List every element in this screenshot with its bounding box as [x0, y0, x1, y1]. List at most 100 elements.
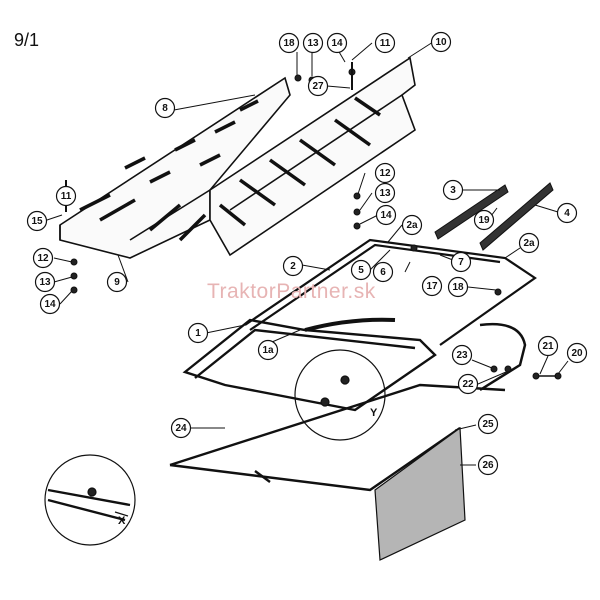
callout-label: 14: [44, 299, 56, 310]
callout-label: 14: [380, 210, 392, 221]
frame-1: [182, 317, 437, 412]
callout-circle: [374, 162, 396, 184]
callout-c2: 2: [282, 255, 304, 277]
callout-c17: 17: [421, 275, 443, 297]
callout-circle: [477, 454, 499, 476]
callout-circle: [421, 275, 443, 297]
callout-label: 2: [290, 261, 296, 272]
callout-label: 17: [426, 281, 438, 292]
callout-c19: 19: [473, 209, 495, 231]
callout-circle: [477, 413, 499, 435]
callout-label: 4: [564, 208, 570, 219]
panel-10: [209, 56, 416, 257]
callout-c22: 22: [457, 373, 479, 395]
callout-circle: [32, 247, 54, 269]
callout-c18b: 18: [447, 276, 469, 298]
callout-c24: 24: [170, 417, 192, 439]
callout-label: 18: [452, 282, 464, 293]
callout-circle: [26, 210, 48, 232]
callout-label: 9: [114, 277, 120, 288]
callout-label: 10: [435, 37, 447, 48]
callout-circle: [302, 32, 324, 54]
callout-circle: [430, 31, 452, 53]
callout-c27: 27: [307, 75, 329, 97]
callout-circle: [326, 32, 348, 54]
callout-circle: [282, 255, 304, 277]
callout-label: 19: [478, 215, 490, 226]
callout-circle: [442, 179, 464, 201]
callout-c1a: 1a: [257, 339, 279, 361]
callout-c26: 26: [477, 454, 499, 476]
callout-circle: [450, 251, 472, 273]
callout-c2a: 2a: [401, 214, 423, 236]
callout-circle: [566, 342, 588, 364]
callout-circle: [473, 209, 495, 231]
callout-label: 6: [380, 267, 386, 278]
callout-c14c: 14: [39, 293, 61, 315]
callout-c13b: 13: [374, 182, 396, 204]
callout-circle: [307, 75, 329, 97]
callout-label: 12: [379, 168, 391, 179]
callout-circle: [106, 271, 128, 293]
callout-circle: [170, 417, 192, 439]
callout-c14a: 14: [326, 32, 348, 54]
callout-label: 12: [37, 253, 49, 264]
callout-c7: 7: [450, 251, 472, 273]
callout-c8: 8: [154, 97, 176, 119]
callout-circle: [278, 32, 300, 54]
callout-c14b: 14: [375, 204, 397, 226]
callout-circle: [55, 185, 77, 207]
callout-circle: [372, 261, 394, 283]
rail-25: [479, 322, 527, 392]
callout-c20: 20: [566, 342, 588, 364]
callout-label: 2a: [523, 238, 535, 249]
callout-circle: [556, 202, 578, 224]
strip-4: [479, 182, 554, 251]
callout-label: 21: [542, 341, 554, 352]
leader-lines: [43, 41, 569, 466]
callout-c23: 23: [451, 344, 473, 366]
callout-c5: 5: [350, 259, 372, 281]
callout-circle: [451, 344, 473, 366]
callout-circle: [374, 182, 396, 204]
callout-c15: 15: [26, 210, 48, 232]
callout-circle: [401, 214, 423, 236]
callout-c4: 4: [556, 202, 578, 224]
callout-label: 8: [162, 103, 168, 114]
callout-label: 1a: [262, 345, 274, 356]
callout-label: 24: [175, 423, 187, 434]
callout-label: 11: [380, 38, 391, 49]
callout-label: 13: [379, 188, 391, 199]
callout-c11a: 11: [374, 32, 396, 54]
callout-circle: [447, 276, 469, 298]
callout-label: 20: [571, 348, 583, 359]
callout-c11b: 11: [55, 185, 77, 207]
callout-c13c: 13: [34, 271, 56, 293]
callout-circle: [375, 204, 397, 226]
callout-label: 27: [312, 81, 324, 92]
callout-circle: [34, 271, 56, 293]
callout-label: 23: [456, 350, 468, 361]
detail-x: [44, 454, 136, 546]
callout-circle: [187, 322, 209, 344]
strip-3: [434, 184, 509, 240]
callout-label: 14: [331, 38, 343, 49]
detail-y-label: Y: [370, 407, 378, 419]
callout-label: 5: [358, 265, 364, 276]
callout-c12b: 12: [374, 162, 396, 184]
callout-label: 22: [462, 379, 474, 390]
callout-circle: [257, 339, 279, 361]
callout-c6: 6: [372, 261, 394, 283]
callout-label: 1: [195, 328, 201, 339]
callout-c21: 21: [537, 335, 559, 357]
callout-c12a: 12: [32, 247, 54, 269]
detail-y: [294, 349, 386, 441]
callout-c1: 1: [187, 322, 209, 344]
callout-label: 26: [482, 460, 494, 471]
callout-label: 13: [307, 38, 319, 49]
panel-26: [374, 426, 466, 561]
callout-c18a: 18: [278, 32, 300, 54]
callout-c9: 9: [106, 271, 128, 293]
